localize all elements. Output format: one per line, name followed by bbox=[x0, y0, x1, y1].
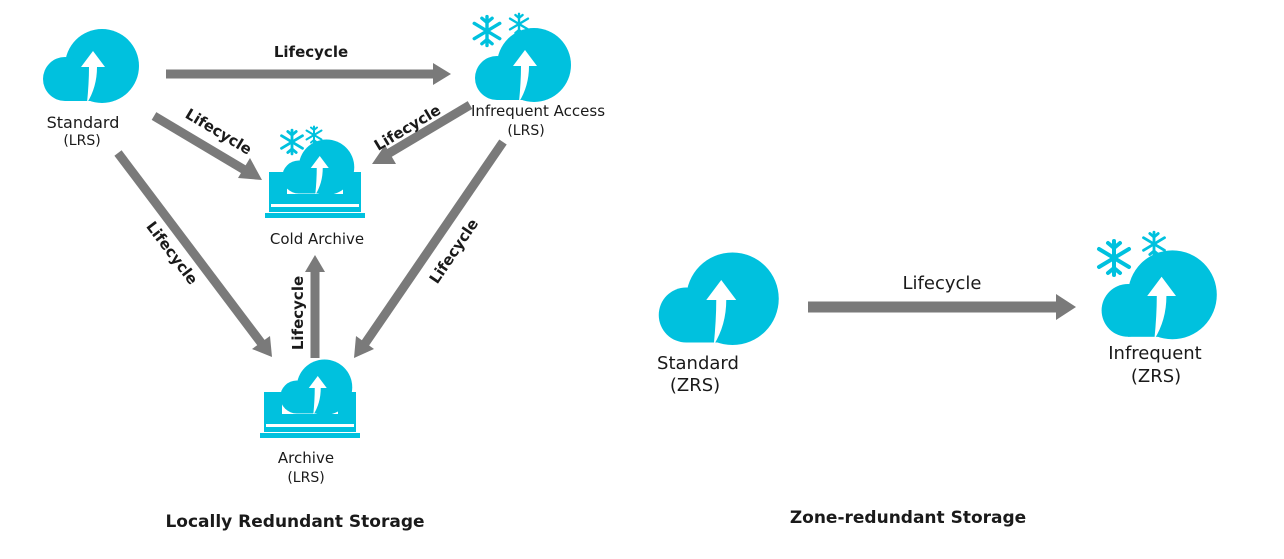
arrow-lrs-archive-to-cold-archive bbox=[305, 255, 325, 358]
arrow-label: Lifecycle bbox=[289, 276, 307, 350]
snowflake-cloud-icon bbox=[1097, 230, 1217, 340]
node-lrs-infrequent-access: Infrequent Access (LRS) bbox=[471, 12, 605, 139]
arrow-lrs-standard-to-infrequent bbox=[166, 63, 451, 85]
arrow-lrs-standard-to-cold-archive bbox=[151, 112, 262, 180]
arrow-lrs-standard-to-archive bbox=[114, 150, 272, 357]
node-name: Standard bbox=[657, 353, 739, 374]
caption-lrs: Locally Redundant Storage bbox=[165, 512, 424, 532]
node-lrs-archive: Archive (LRS) bbox=[260, 359, 360, 486]
node-zrs-standard: Standard (ZRS) bbox=[657, 252, 779, 396]
node-lrs-standard: Standard (LRS) bbox=[43, 29, 139, 149]
node-name: Cold Archive bbox=[270, 230, 364, 248]
node-tier: (ZRS) bbox=[1131, 366, 1181, 387]
arrow-label: Lifecycle bbox=[426, 215, 482, 287]
node-zrs-infrequent: Infrequent (ZRS) bbox=[1097, 230, 1217, 387]
node-tier: (LRS) bbox=[287, 470, 324, 486]
arrow-zrs-standard-to-infrequent bbox=[808, 294, 1076, 320]
arrow-label: Lifecycle bbox=[903, 273, 982, 294]
arrow-label: Lifecycle bbox=[274, 43, 348, 61]
cloud-upload-icon bbox=[658, 252, 779, 345]
node-tier: (LRS) bbox=[507, 123, 544, 139]
node-name: Infrequent Access bbox=[471, 102, 605, 120]
snowflake-archive-box-icon bbox=[265, 125, 365, 218]
node-lrs-cold-archive: Cold Archive bbox=[265, 125, 365, 248]
archive-box-icon bbox=[260, 359, 360, 438]
node-tier: (ZRS) bbox=[670, 375, 720, 396]
node-name: Infrequent bbox=[1108, 343, 1202, 364]
cloud-upload-icon bbox=[43, 29, 139, 103]
snowflake-cloud-icon bbox=[472, 12, 571, 102]
node-name: Standard bbox=[47, 113, 120, 132]
caption-zrs: Zone-redundant Storage bbox=[790, 508, 1026, 528]
arrow-lrs-infrequent-to-archive bbox=[354, 139, 507, 358]
node-name: Archive bbox=[278, 449, 334, 467]
arrow-lrs-infrequent-to-cold-archive bbox=[372, 101, 473, 164]
node-tier: (LRS) bbox=[63, 133, 100, 149]
